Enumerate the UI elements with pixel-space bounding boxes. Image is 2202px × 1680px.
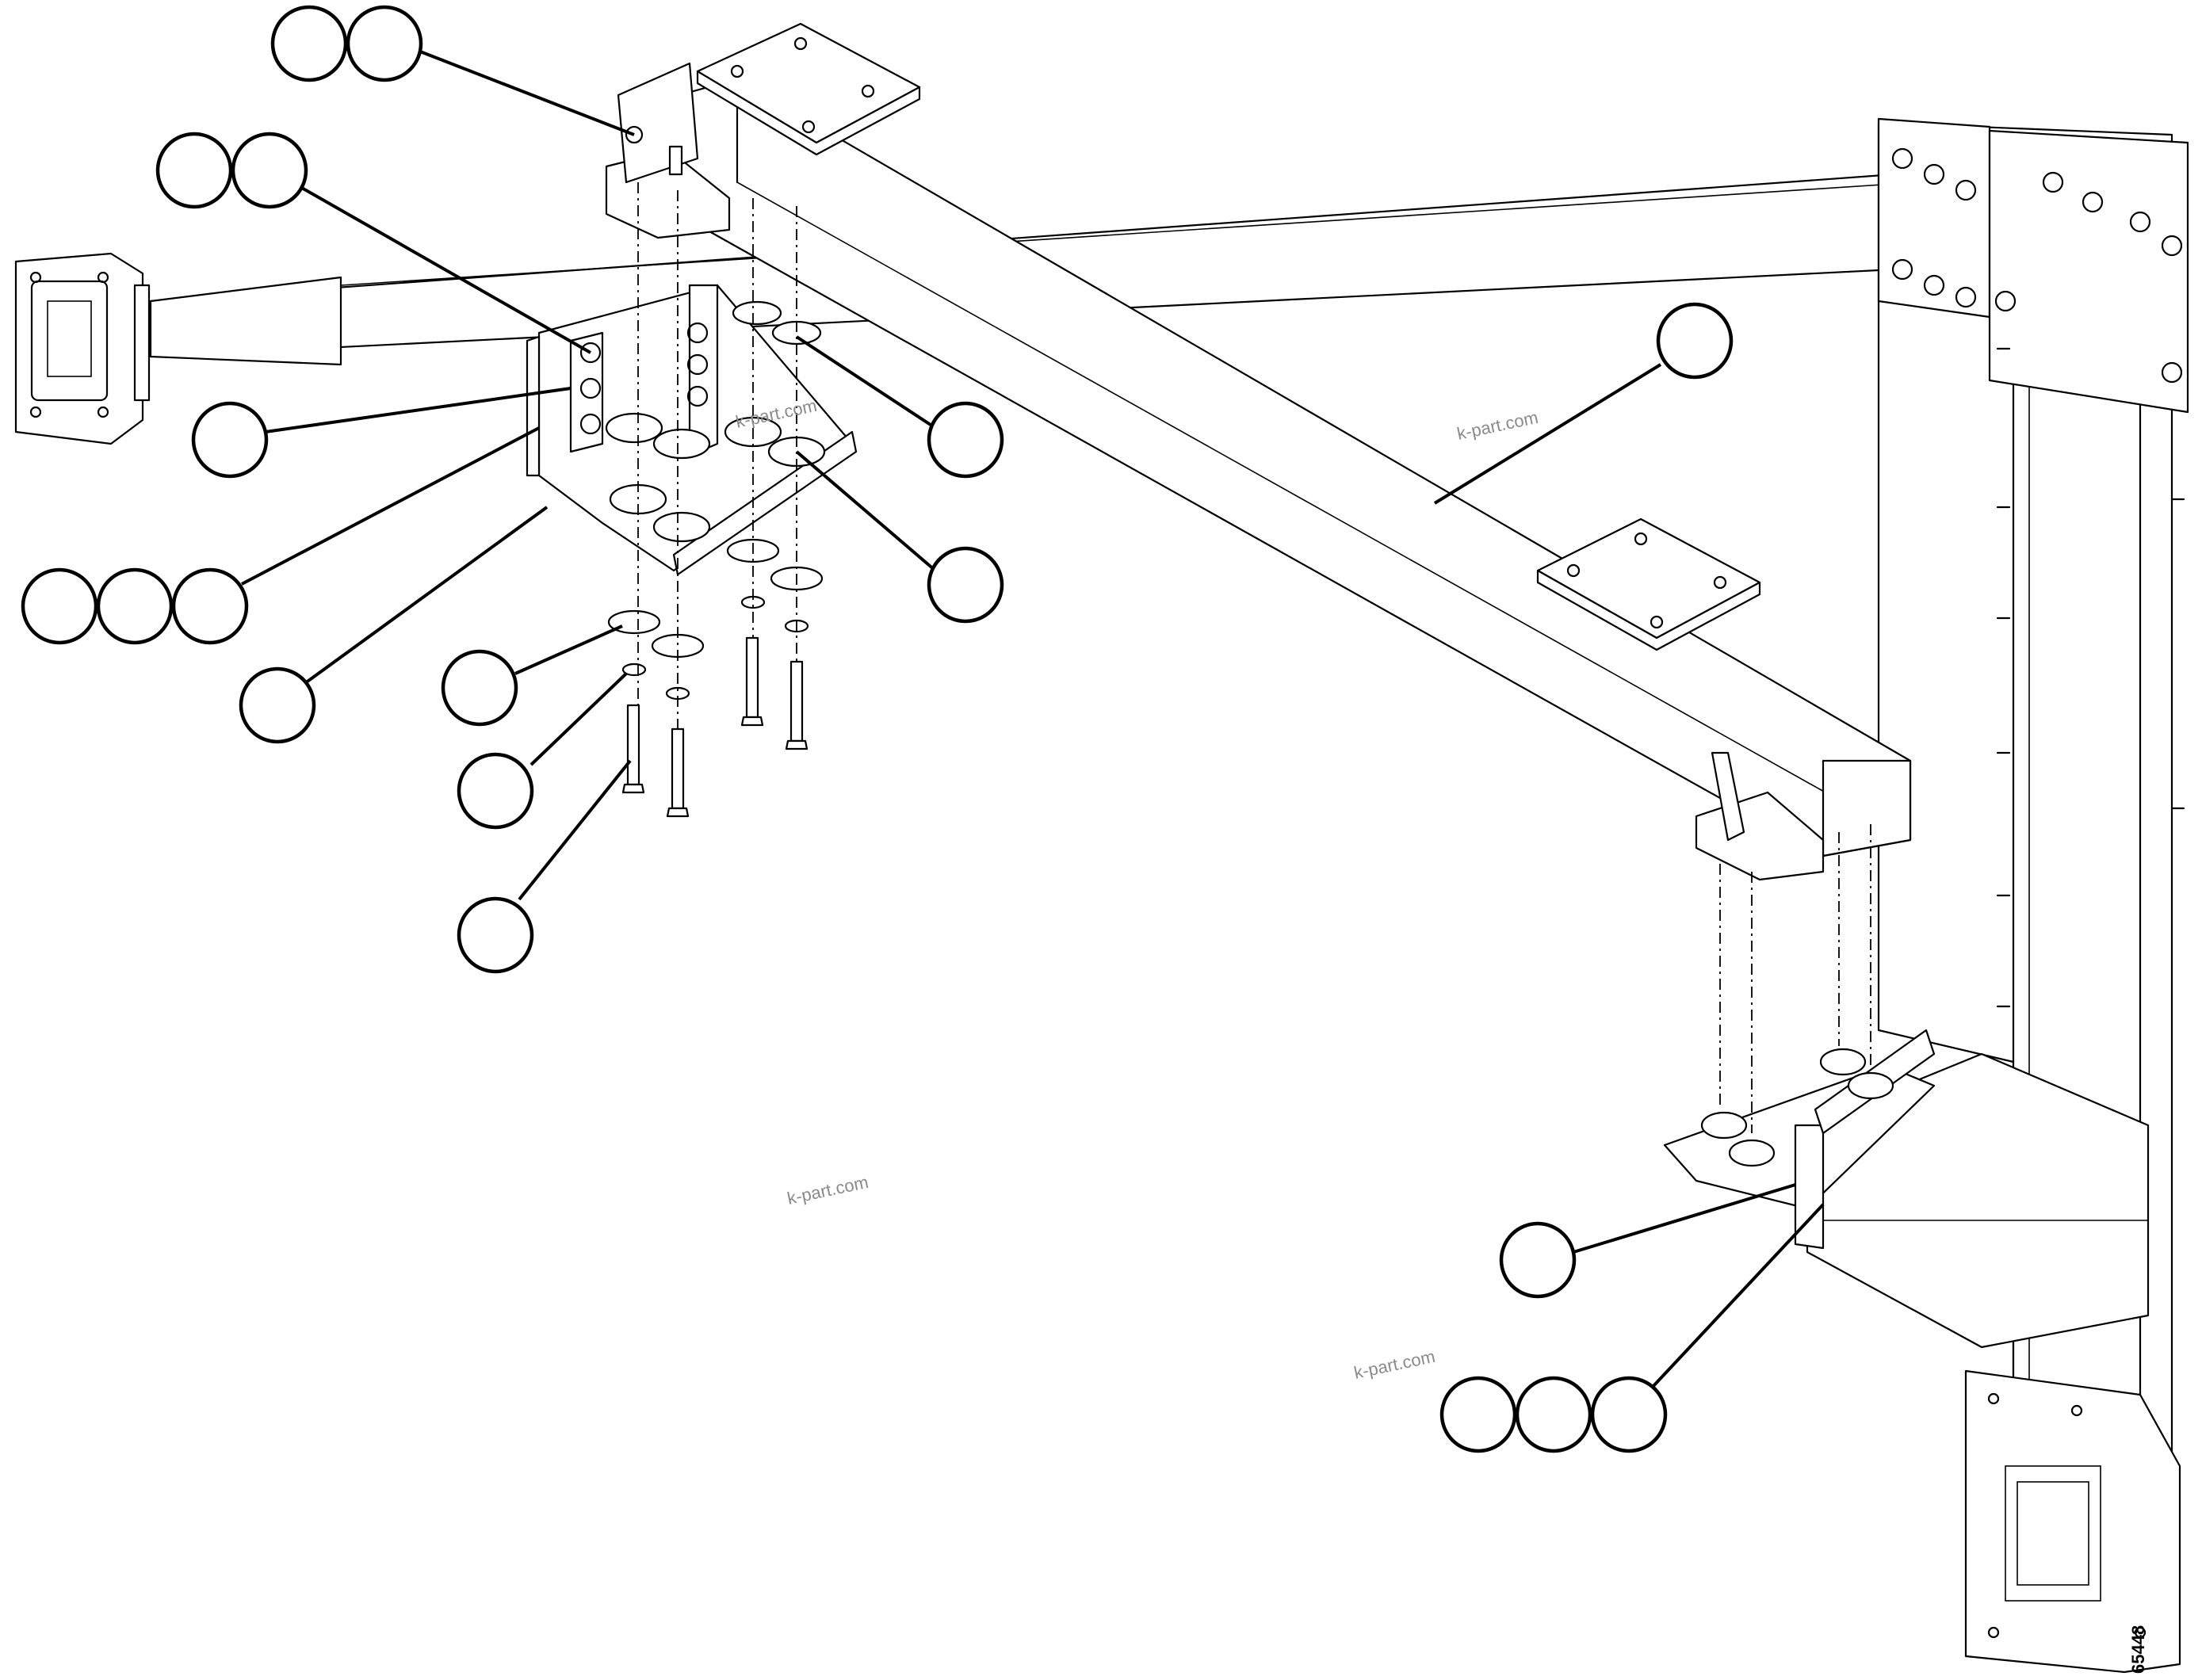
callout-balloon	[171, 567, 249, 645]
callout-balloon	[239, 666, 316, 744]
flange-bolts	[1891, 147, 2183, 384]
callout-balloon	[1499, 1221, 1577, 1299]
watermark: k-part.com	[1455, 407, 1540, 444]
assembly-centerlines	[637, 182, 1871, 1133]
washer	[607, 538, 824, 659]
upper-mount-bracket	[605, 62, 731, 239]
callout-balloon	[1515, 1376, 1592, 1453]
hex-bolt	[621, 636, 809, 818]
callout-balloon	[231, 132, 308, 209]
left-tube-end-flange	[14, 252, 342, 445]
callouts	[21, 5, 1734, 1453]
top-mount-plate-lower	[1536, 517, 1761, 651]
callout-balloon	[96, 567, 174, 645]
callout-balloon	[1656, 302, 1734, 380]
lower-mount-bracket	[1695, 751, 1825, 881]
callout-balloon	[346, 5, 423, 82]
callout-balloon	[155, 132, 233, 209]
post-studs	[1996, 347, 2185, 1008]
callout-balloon	[927, 401, 1004, 479]
long-cross-beam	[648, 22, 1912, 857]
callout-balloon	[457, 896, 534, 974]
callout-balloon	[927, 546, 1004, 624]
callout-balloon	[1590, 1376, 1668, 1453]
callout-balloon	[457, 752, 534, 830]
watermark: k-part.com	[786, 1172, 870, 1208]
callout-balloon	[270, 5, 348, 82]
top-mount-plate-upper	[696, 22, 921, 156]
callout-balloon	[191, 401, 269, 479]
drawing-number: 65448	[2128, 1625, 2148, 1674]
callout-balloon	[441, 649, 518, 727]
leader-lines	[241, 50, 1825, 1388]
callout-balloon	[21, 567, 98, 645]
callout-balloon	[1439, 1376, 1517, 1453]
watermark: k-part.com	[1352, 1346, 1437, 1383]
lower-tube-end-flange	[1806, 1052, 2181, 1674]
lock-washer	[621, 595, 809, 701]
